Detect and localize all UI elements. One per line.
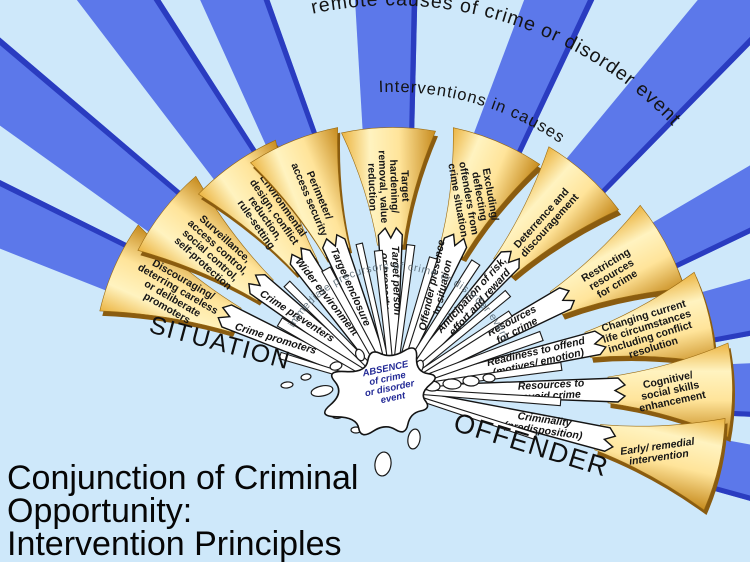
ray-shade-edge (507, 0, 595, 173)
splash-droplet (482, 373, 496, 383)
spoke-5-intervention-plate: Targethardening/removal, valuereduction (341, 127, 438, 251)
intervention-label-line: Target (398, 170, 411, 202)
plate-shape (250, 127, 350, 258)
spoke-10-intervention-plate: Cognitive/social skillsenhancement (607, 342, 735, 442)
plate-shape (594, 418, 726, 511)
intervention-label-line: reduction (365, 163, 379, 211)
plate-shape (549, 204, 685, 315)
spoke-1-intervention-plate: Discouraging/deterring carelessor delibe… (99, 224, 244, 337)
ray-shade-edge (586, 36, 750, 209)
spoke-11-intervention-plate: Early/ remedialintervention (594, 418, 728, 515)
remote-cause-ray (0, 37, 197, 245)
splat-shape (324, 347, 436, 436)
remote-cause-ray (0, 180, 146, 299)
splash-droplet (280, 381, 294, 389)
splash-droplet (442, 378, 462, 390)
intervention-label: Targethardening/removal, valuereduction (365, 149, 413, 224)
splash-droplet (300, 373, 312, 381)
splash-droplet (374, 451, 392, 477)
intervention-label-line: removal, value (376, 150, 391, 223)
plate-shape (584, 271, 716, 365)
spoke-8-intervention-plate: Restrictingresourcesfor crime (549, 204, 687, 320)
ray-shade-edge (655, 227, 750, 278)
ray-shade-edge (263, 0, 324, 155)
splash-droplet (354, 348, 366, 362)
ray-shade-edge (0, 37, 197, 209)
intervention-label-line: hardening/ (387, 159, 401, 213)
plate-shape (137, 175, 274, 301)
spoke-2-intervention-plate: Surveillance,access control,social contr… (137, 175, 276, 306)
splash-droplet (329, 361, 343, 371)
plate-shape (607, 342, 733, 438)
absence-splat: ABSENCE of crime or disorder event (324, 347, 436, 436)
plate-shape (439, 127, 541, 258)
plate-shape (341, 127, 436, 246)
remote-cause-ray (200, 0, 324, 172)
precursor-label-line: Resources to (518, 377, 586, 392)
slide-title: Conjunction of Criminal Opportunity: Int… (7, 459, 359, 562)
plate-shape (493, 146, 620, 277)
splash-droplet (407, 428, 421, 450)
precursor-label-line: Target person (389, 246, 403, 316)
remote-cause-ray (553, 0, 750, 209)
title-line: Opportunity: (7, 492, 192, 530)
ray-shade-edge (408, 0, 418, 150)
plate-shape (99, 224, 242, 333)
remote-cause-ray (76, 0, 268, 197)
ray-shade-edge (0, 180, 146, 257)
ray-shade-edge (153, 0, 268, 171)
spoke-6-intervention-plate: Excluding/deflectingoffenders fromcrime … (439, 127, 543, 262)
remote-cause-ray (355, 0, 418, 151)
splash-droplet (462, 375, 480, 387)
remote-cause-ray (466, 0, 595, 173)
title-line: Intervention Principles (7, 525, 342, 562)
title-line: Conjunction of Criminal (7, 459, 359, 497)
intervention-label: Excluding/deflectingoffenders fromcrime … (445, 157, 502, 238)
splash-droplet (310, 385, 334, 397)
spoke-7-intervention-plate: Deterrence anddiscouragement (493, 146, 622, 282)
